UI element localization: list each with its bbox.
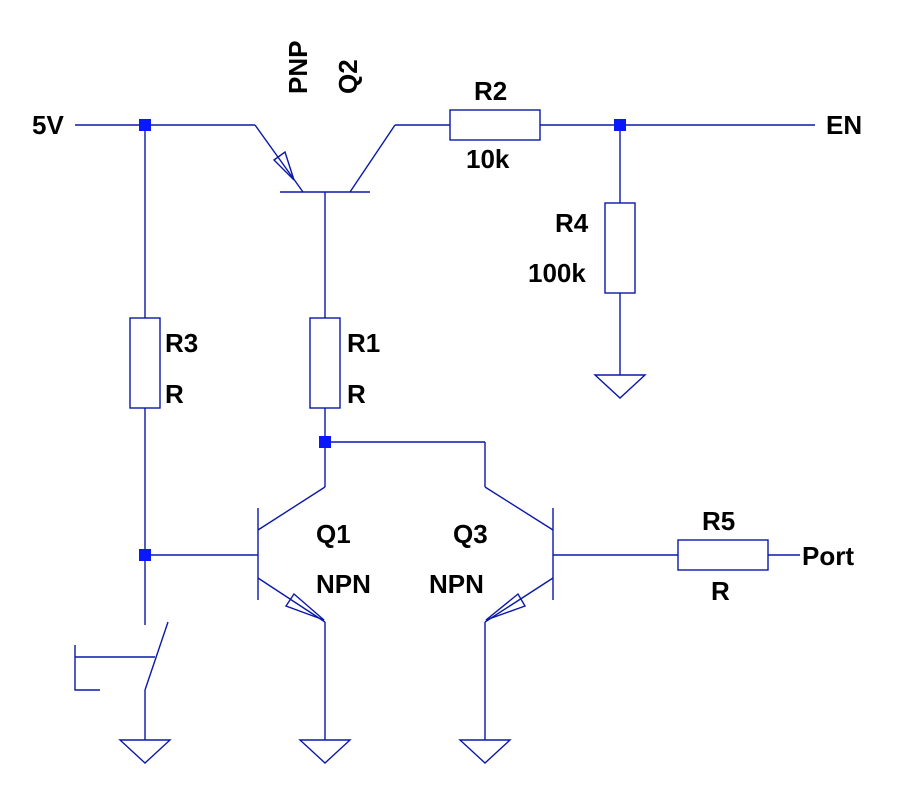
q3-collector-leg (484, 486, 554, 531)
r1-value-label: R (347, 379, 366, 409)
ground-switch (118, 739, 172, 764)
transistor-q3-npn (484, 486, 554, 623)
r4-value-label: 100k (528, 258, 586, 288)
push-button-switch (74, 621, 169, 691)
net-label-port: Port (802, 541, 854, 571)
junction-5v (139, 119, 151, 131)
wires (75, 124, 815, 740)
q1-emitter-arrow (284, 592, 325, 621)
q1-emitter-leg (257, 577, 326, 623)
q3-ref-label: Q3 (453, 519, 488, 549)
q2-type-label: PNP (283, 41, 313, 94)
q2-emitter-leg (254, 124, 304, 193)
junction-en (614, 119, 626, 131)
r4-ref-label: R4 (555, 208, 589, 238)
switch-contact (144, 621, 169, 691)
resistor-r5 (677, 539, 769, 571)
transistor-q1-npn (255, 486, 326, 623)
resistor-r3 (129, 317, 161, 409)
junction-q1-base (139, 549, 151, 561)
junction-r1-collectors (319, 436, 331, 448)
q2-emitter-arrow (272, 150, 295, 181)
q3-type-label: NPN (429, 569, 484, 599)
r5-value-label: R (711, 576, 730, 606)
ground-q3 (458, 739, 512, 764)
q3-emitter-arrow (485, 592, 527, 621)
q2-ref-label: Q2 (333, 59, 363, 94)
resistor-r1 (309, 317, 341, 409)
ground-q1 (298, 739, 352, 764)
r3-ref-label: R3 (165, 328, 198, 358)
switch-actuator (74, 645, 155, 691)
ground-r4 (593, 374, 647, 399)
q3-emitter-leg (484, 577, 554, 623)
r2-ref-label: R2 (474, 76, 507, 106)
resistor-r4 (604, 202, 636, 294)
r1-ref-label: R1 (347, 328, 380, 358)
r2-value-label: 10k (466, 144, 510, 174)
q2-collector-leg (349, 124, 396, 193)
net-label-en: EN (826, 110, 862, 140)
r3-value-label: R (165, 379, 184, 409)
r5-ref-label: R5 (702, 506, 735, 536)
q1-type-label: NPN (316, 569, 371, 599)
transistor-q2-pnp (254, 124, 396, 193)
q1-ref-label: Q1 (316, 519, 351, 549)
q1-collector-leg (257, 486, 326, 531)
net-label-5v: 5V (32, 110, 64, 140)
resistor-r2 (449, 109, 541, 141)
